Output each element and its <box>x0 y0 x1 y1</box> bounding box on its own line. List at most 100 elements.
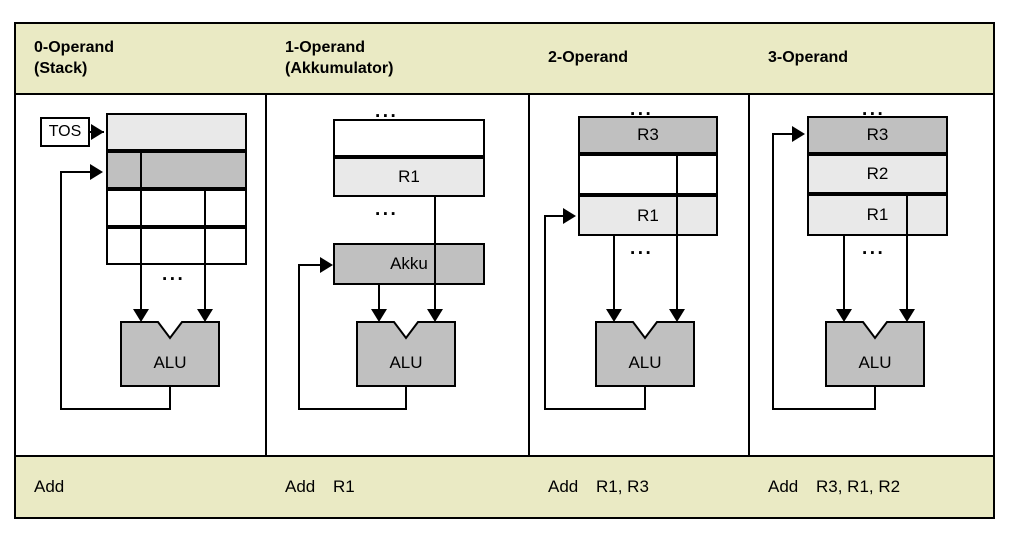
feedback-arrowhead <box>90 164 103 180</box>
alu-label: ALU <box>628 353 662 372</box>
column-header-2-operand: 2-Operand <box>530 24 748 93</box>
operand-arrowhead-a <box>836 309 852 322</box>
tos-arrow-head <box>91 124 104 140</box>
instruction-cell-3-operand: Add R3, R1, R2 <box>750 457 993 517</box>
alu-1-operand: ALU <box>356 321 456 387</box>
accumulator-label: Akku <box>390 254 428 273</box>
feedback-line-down <box>169 386 171 410</box>
operand-line-a <box>843 235 845 311</box>
feedback-arrowhead <box>563 208 576 224</box>
column-header-1-operand: 1-Operand (Akkumulator) <box>267 24 528 93</box>
register-cell-empty <box>578 154 718 195</box>
header-title-line1: 1-Operand <box>285 39 366 57</box>
operand-line-b <box>204 189 206 311</box>
feedback-line-up <box>60 171 62 410</box>
operand-arrowhead-b <box>197 309 213 322</box>
register-cell-r1: R1 <box>333 157 485 197</box>
diagram-1-operand: ... R1 ... Akku ALU <box>267 95 528 459</box>
operand-line-a <box>378 284 380 311</box>
alu-2-operand: ALU <box>595 321 695 387</box>
tos-label: TOS <box>48 123 82 140</box>
feedback-line-up <box>298 264 300 410</box>
operand-arrowhead-b <box>427 309 443 322</box>
header-title-line1: 0-Operand <box>34 39 115 57</box>
register-label: R3 <box>866 125 889 144</box>
alu-label: ALU <box>858 353 892 372</box>
feedback-line-in <box>60 171 92 173</box>
instruction-mnemonic: Add <box>768 477 799 496</box>
register-label: R1 <box>866 205 889 224</box>
diagram-2-operand: ... R3 R1 ... ALU <box>530 95 748 459</box>
memory-top-ellipsis: ... <box>375 101 399 122</box>
operand-line-a <box>613 235 615 311</box>
accumulator-box: Akku <box>333 243 485 285</box>
feedback-line-in <box>544 215 565 217</box>
feedback-line-left <box>60 408 171 410</box>
memory-top-ellipsis: ... <box>630 99 654 120</box>
feedback-line-down <box>644 386 646 410</box>
diagram-3-operand: ... R3 R2 R1 ... ALU <box>750 95 993 459</box>
instruction-mnemonic: Add <box>285 477 316 496</box>
feedback-line-down <box>405 386 407 410</box>
instruction-mnemonic: Add <box>34 477 65 496</box>
operand-arrowhead-a <box>606 309 622 322</box>
feedback-line-in <box>772 133 794 135</box>
column-header-3-operand: 3-Operand <box>750 24 993 93</box>
register-cell-r3: R3 <box>578 116 718 154</box>
column-separator-1 <box>265 24 267 517</box>
feedback-line-up <box>544 215 546 410</box>
operand-arrowhead-b <box>899 309 915 322</box>
register-cell-r3: R3 <box>807 116 948 154</box>
comparison-table: 0-Operand (Stack) 1-Operand (Akkumulator… <box>14 22 995 519</box>
register-cell-r1: R1 <box>578 195 718 236</box>
operand-arrowhead-a <box>371 309 387 322</box>
operand-line-a <box>140 151 142 311</box>
instruction-operands: R1 <box>333 477 355 496</box>
column-header-0-operand: 0-Operand (Stack) <box>16 24 265 93</box>
feedback-line-in <box>298 264 322 266</box>
operand-arrowhead-b <box>669 309 685 322</box>
header-title-line2: (Akkumulator) <box>285 59 394 77</box>
stack-cell-3 <box>106 227 247 265</box>
register-cell-0 <box>333 119 485 157</box>
register-label: R1 <box>637 205 659 225</box>
header-title-line2: (Stack) <box>34 59 88 77</box>
instruction-cell-1-operand: Add R1 <box>267 457 528 517</box>
stack-cell-2 <box>106 189 247 227</box>
memory-top-ellipsis: ... <box>862 99 886 120</box>
header-title-line1: 3-Operand <box>768 49 849 67</box>
feedback-line-left <box>298 408 407 410</box>
diagram-0-operand: TOS ... ALU <box>16 95 265 459</box>
instruction-operands: R1, R3 <box>596 477 649 496</box>
instruction-cell-2-operand: Add R1, R3 <box>530 457 748 517</box>
feedback-line-left <box>772 408 876 410</box>
feedback-arrowhead <box>792 126 805 142</box>
feedback-line-up <box>772 133 774 410</box>
alu-shape-icon <box>825 321 925 387</box>
memory-mid-ellipsis: ... <box>862 238 886 259</box>
memory-mid-ellipsis: ... <box>375 199 399 220</box>
register-label: R3 <box>637 125 659 144</box>
column-separator-2 <box>528 24 530 517</box>
stack-cell-0 <box>106 113 247 151</box>
register-label: R1 <box>398 167 420 186</box>
operand-line-b <box>434 195 436 311</box>
alu-0-operand: ALU <box>120 321 220 387</box>
alu-shape-icon <box>120 321 220 387</box>
feedback-line-left <box>544 408 646 410</box>
table-header-row: 0-Operand (Stack) 1-Operand (Akkumulator… <box>16 24 993 95</box>
alu-label: ALU <box>153 353 187 372</box>
feedback-arrowhead <box>320 257 333 273</box>
operand-line-b <box>906 194 908 311</box>
stack-ellipsis: ... <box>162 264 186 285</box>
register-label: R2 <box>866 164 889 183</box>
alu-shape-icon <box>356 321 456 387</box>
stack-cell-1 <box>106 151 247 189</box>
register-cell-r1: R1 <box>807 194 948 236</box>
table-instruction-row: Add Add R1 Add R1, R3 Add R3, R1, R2 <box>16 455 993 517</box>
instruction-mnemonic: Add <box>548 477 579 496</box>
memory-mid-ellipsis: ... <box>630 238 654 259</box>
alu-label: ALU <box>389 353 423 372</box>
instruction-cell-0-operand: Add <box>16 457 265 517</box>
